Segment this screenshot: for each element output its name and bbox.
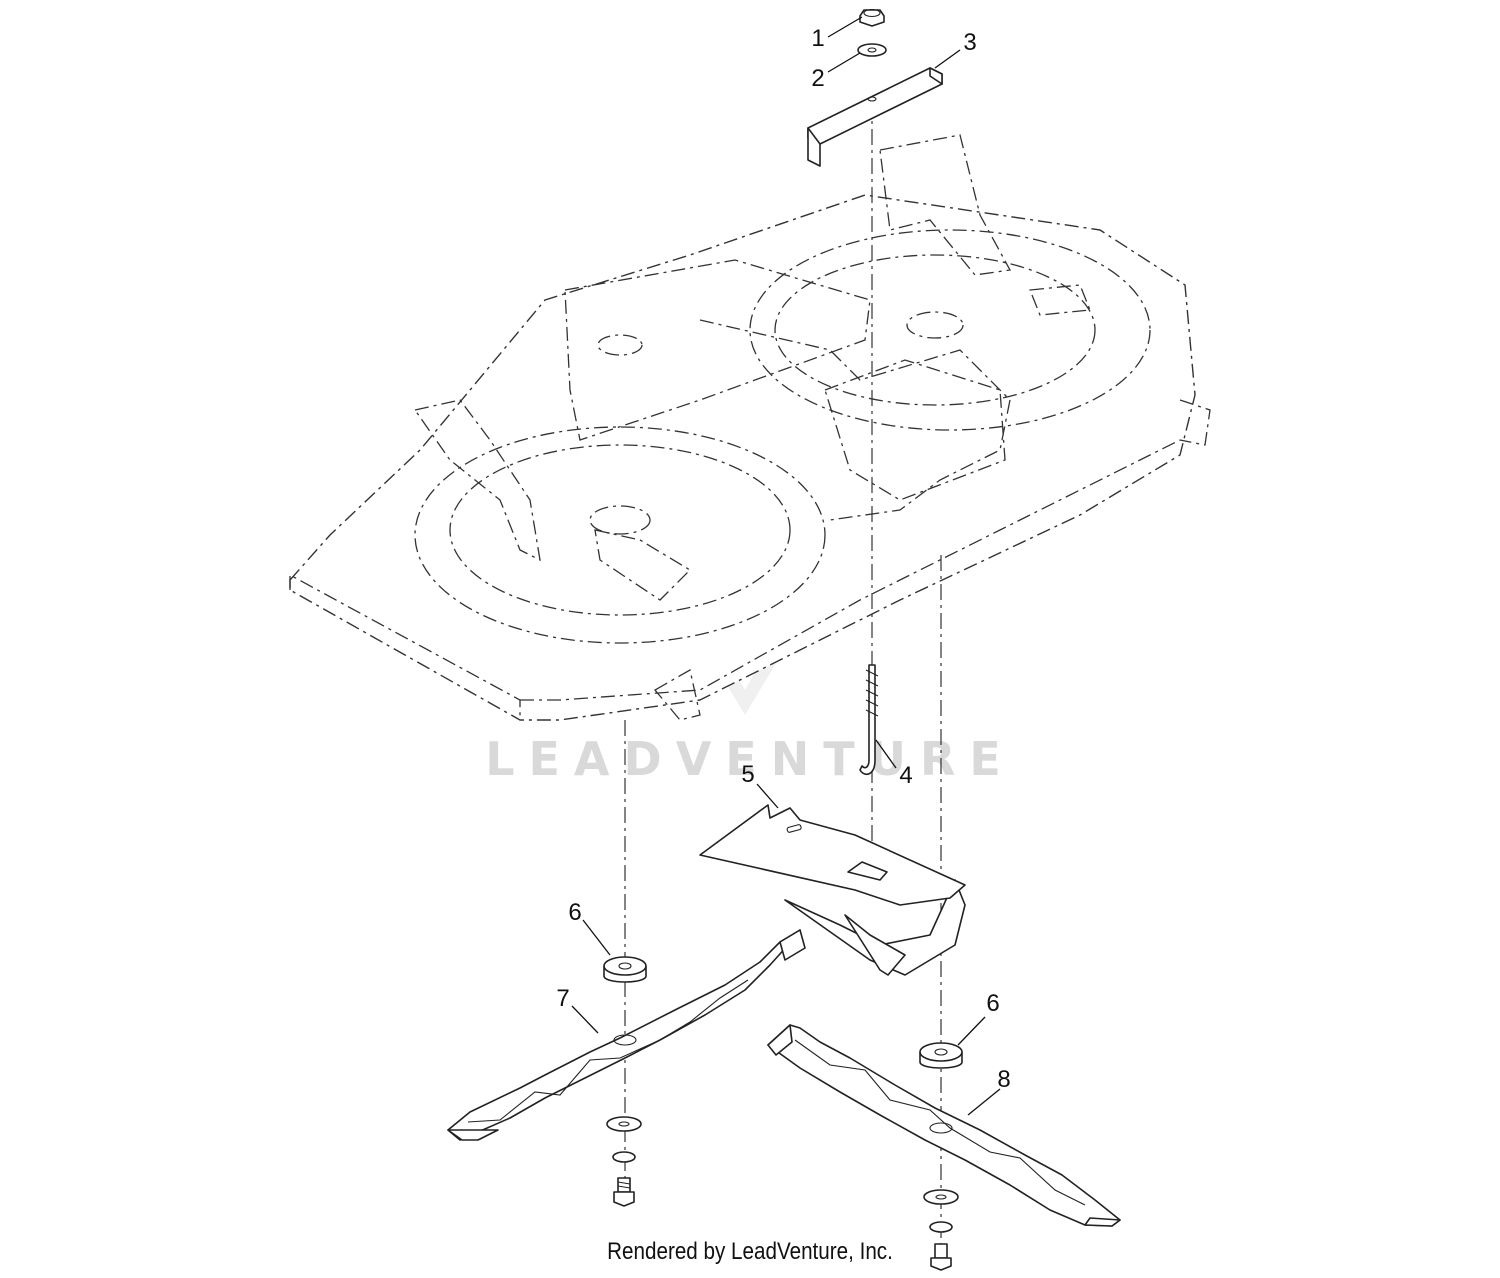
part-6-spacer-left	[603, 956, 647, 983]
callout-2: 2	[811, 65, 824, 92]
part-6-spacer-right	[919, 1042, 963, 1069]
mower-deck-housing	[289, 134, 1211, 721]
callout-4: 4	[899, 762, 912, 789]
part-5-baffle	[699, 804, 966, 976]
part-1-nut	[859, 8, 885, 27]
callout-8: 8	[997, 1066, 1010, 1093]
footer-credit: Rendered by LeadVenture, Inc.	[607, 1238, 893, 1265]
right-blade-hardware	[923, 1189, 959, 1271]
callout-1: 1	[811, 25, 824, 52]
part-8-blade-right	[767, 1024, 1121, 1227]
leader-lines	[571, 16, 1001, 1116]
callout-6-right: 6	[986, 990, 999, 1017]
callout-6-left: 6	[568, 899, 581, 926]
callout-labels: 1 2 3 4 5 6 7 6 8	[556, 25, 1010, 1093]
watermark-text: LEADVENTURE	[485, 732, 1015, 786]
part-2-washer	[857, 43, 887, 57]
part-3-bracket	[807, 67, 943, 167]
part-7-blade-left	[447, 929, 806, 1141]
callout-3: 3	[963, 29, 976, 56]
callout-5: 5	[741, 761, 754, 788]
part-4-hook-rod	[859, 664, 879, 776]
left-blade-hardware	[606, 1116, 642, 1207]
callout-7: 7	[556, 985, 569, 1012]
